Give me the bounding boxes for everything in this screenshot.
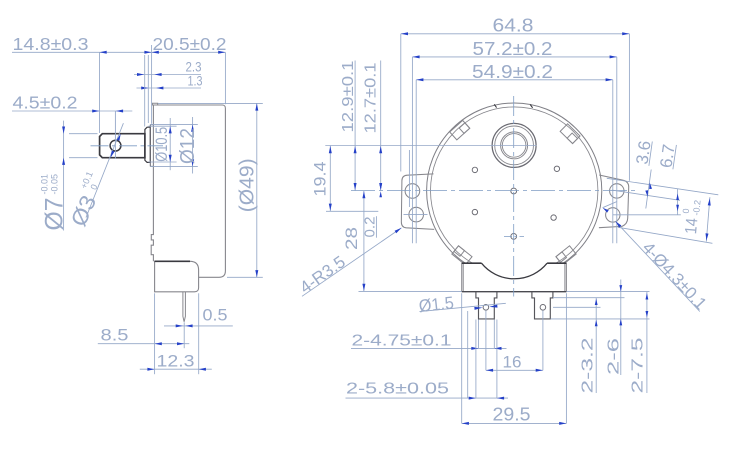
svg-text:2-7.5: 2-7.5: [630, 337, 647, 393]
svg-text:14: 14: [682, 217, 701, 235]
svg-text:4.5±0.2: 4.5±0.2: [13, 93, 78, 113]
svg-text:2-6: 2-6: [605, 338, 622, 375]
svg-text:2-3.2: 2-3.2: [580, 337, 597, 393]
svg-text:29.5: 29.5: [493, 405, 531, 425]
svg-text:57.2±0.2: 57.2±0.2: [473, 39, 553, 59]
svg-text:28: 28: [342, 227, 361, 250]
svg-text:3.6: 3.6: [633, 139, 655, 165]
svg-text:Ø10.5: Ø10.5: [153, 127, 171, 162]
svg-text:Ø12: Ø12: [177, 128, 199, 164]
svg-text:12.7±0.1: 12.7±0.1: [363, 62, 380, 133]
svg-text:14.8±0.3: 14.8±0.3: [13, 34, 89, 54]
svg-text:Ø7: Ø7: [41, 198, 69, 231]
svg-text:20.5±0.2: 20.5±0.2: [153, 34, 227, 54]
svg-text:6.7: 6.7: [657, 143, 679, 169]
svg-text:0.2: 0.2: [363, 217, 379, 238]
svg-text:-0.01: -0.01: [40, 174, 50, 195]
svg-text:-0.2: -0.2: [691, 200, 702, 216]
svg-text:8.5: 8.5: [101, 327, 129, 345]
svg-text:2-4.75±0.1: 2-4.75±0.1: [352, 333, 452, 350]
svg-text:(Ø49): (Ø49): [237, 158, 259, 212]
svg-text:-0.05: -0.05: [50, 174, 60, 195]
svg-text:0: 0: [681, 208, 691, 214]
svg-text:0: 0: [88, 183, 99, 192]
svg-text:1.3: 1.3: [188, 73, 203, 89]
svg-text:19.4: 19.4: [310, 162, 329, 197]
svg-text:2-5.8±0.05: 2-5.8±0.05: [346, 381, 449, 398]
svg-text:Ø1.5: Ø1.5: [418, 292, 455, 316]
svg-text:12.3: 12.3: [157, 352, 195, 371]
svg-text:2.3: 2.3: [186, 59, 202, 75]
svg-text:12.9±0.1: 12.9±0.1: [340, 60, 357, 132]
svg-text:16: 16: [503, 353, 522, 372]
svg-text:54.9±0.2: 54.9±0.2: [472, 62, 553, 82]
svg-text:64.8: 64.8: [493, 16, 534, 36]
svg-text:0.5: 0.5: [203, 306, 228, 325]
